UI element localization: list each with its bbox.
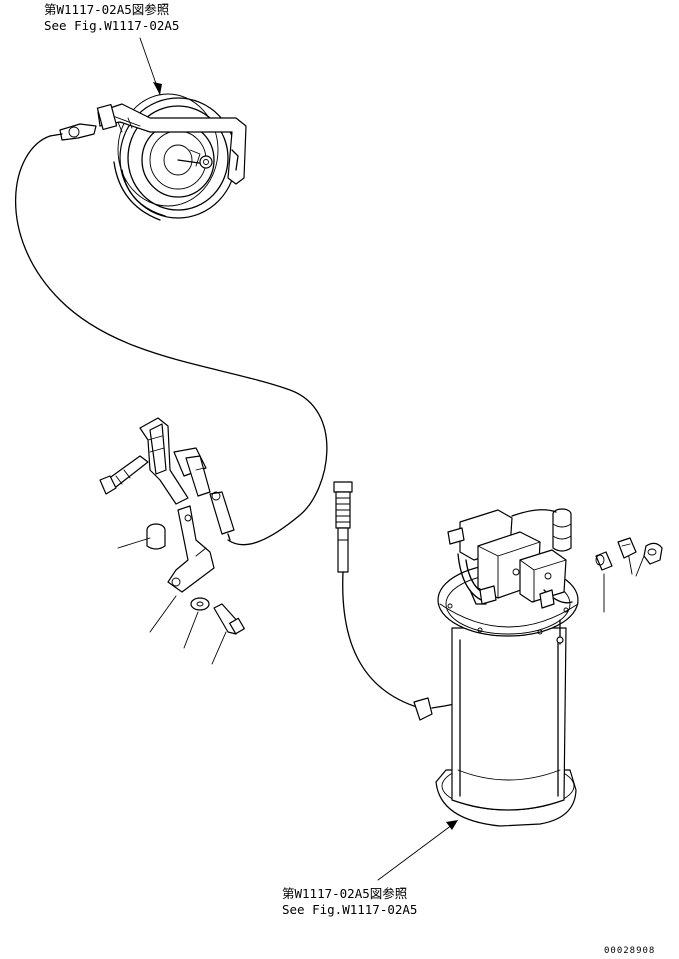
hose-reel-icon [49, 93, 247, 221]
washer-icon [190, 597, 210, 611]
drawing-number: 00028908 [604, 946, 655, 956]
top-callout: 第W1117-02A5図参照 See Fig.W1117-02A5 [44, 2, 179, 96]
pump-unit-icon [447, 508, 573, 645]
hose-line-icon [15, 135, 328, 546]
bottom-callout-en: See Fig.W1117-02A5 [282, 902, 417, 917]
bottom-callout-arrowhead [446, 820, 458, 830]
grease-tank-icon [435, 563, 579, 827]
top-callout-jp: 第W1117-02A5図参照 [44, 2, 169, 17]
top-callout-arrowhead [153, 82, 162, 95]
grease-gun-icon [99, 417, 235, 541]
top-callout-en: See Fig.W1117-02A5 [44, 18, 179, 33]
nozzle-fitting-icon [333, 481, 561, 721]
bottom-callout: 第W1117-02A5図参照 See Fig.W1117-02A5 [282, 820, 458, 917]
bolt-icon [213, 603, 245, 635]
bracket-icon [146, 505, 215, 593]
bottom-callout-leader [377, 821, 457, 881]
elbow-fitting-icon [595, 537, 663, 577]
bottom-callout-jp: 第W1117-02A5図参照 [282, 886, 407, 901]
